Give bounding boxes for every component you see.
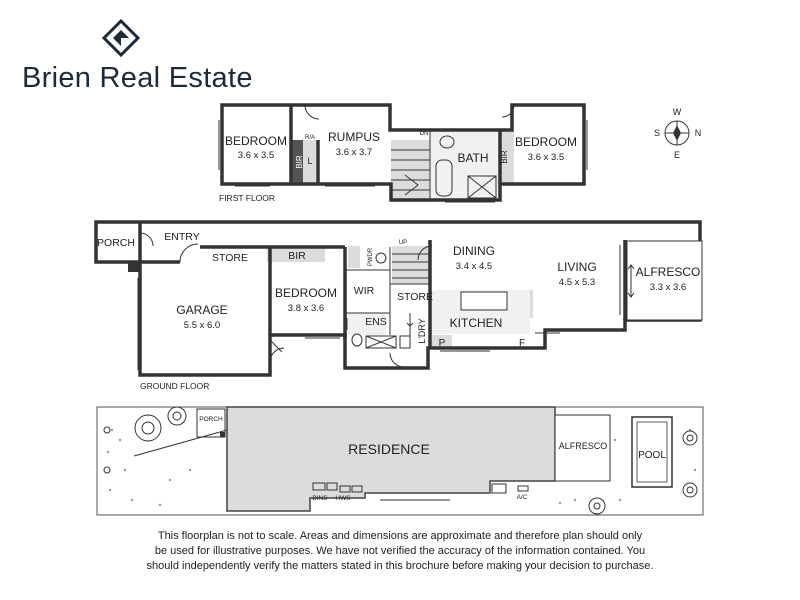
bath-label: BATH [457, 151, 488, 165]
site-alfresco-label: ALFRESCO [559, 441, 608, 451]
bedroom-2-dim: 3.6 x 3.5 [528, 152, 564, 163]
store-2-label: STORE [397, 291, 433, 303]
pool-outline [631, 416, 673, 488]
bir-2-label: BIR [500, 150, 509, 164]
compass-north: N [695, 128, 702, 138]
toilet [439, 135, 455, 149]
residence-footprint [226, 406, 556, 512]
bedroom-ground-dim: 3.8 x 3.6 [288, 303, 324, 314]
pantry-label: P [439, 338, 446, 349]
ens-shower [365, 335, 397, 349]
living-dim: 4.5 x 5.3 [559, 277, 595, 288]
brand-logo-icon [102, 19, 140, 57]
ens-toilet [351, 333, 363, 347]
first-floor-plan: BEDROOM 3.6 x 3.5 RUMPUS 3.6 x 3.7 BEDRO… [218, 103, 588, 203]
first-floor-label: FIRST FLOOR [219, 193, 275, 203]
rumpus-dim: 3.6 x 3.7 [336, 147, 372, 158]
fridge-label: F [519, 338, 525, 349]
alfresco-deck [626, 240, 703, 321]
stair-down-label: DN [420, 131, 429, 137]
bir-right-cabinet [500, 130, 514, 184]
linen-cabinet [303, 140, 316, 184]
site-porch-label: PORCH [199, 416, 223, 423]
hws-label: HWS [335, 495, 351, 502]
bins-label: BINS [312, 495, 328, 502]
pwdr-room [348, 246, 360, 268]
pwdr-toilet [375, 252, 387, 264]
compass-south: S [654, 128, 660, 138]
residence-label: RESIDENCE [348, 441, 430, 457]
porch-label: PORCH [97, 237, 135, 249]
laundry-label: L'DRY [417, 318, 427, 344]
ac-label: A/C [517, 494, 528, 501]
wir-label: WIR [354, 285, 375, 297]
disclaimer-line: should independently verify the matters … [146, 560, 654, 572]
compass-west: W [673, 107, 682, 117]
bath-floor [430, 130, 500, 200]
rumpus-name: RUMPUS [328, 130, 380, 144]
bedroom-2-name: BEDROOM [515, 135, 577, 149]
compass-east: E [674, 150, 680, 160]
ra-label: R/A [305, 135, 315, 141]
alfresco-site [554, 414, 611, 482]
ens-room [348, 313, 386, 335]
stair-area [391, 140, 431, 202]
dining-name: DINING [453, 244, 495, 258]
stair-up-label: UP [399, 240, 407, 246]
site-plan: PORCH RESIDENCE ALFRESCO POOL BINS HWS A… [96, 406, 704, 516]
store-1-label: STORE [212, 252, 248, 264]
disclaimer-text: This floorplan is not to scale. Areas an… [110, 529, 690, 574]
bir-1-label: BIR [295, 155, 304, 169]
bir-ground-label: BIR [288, 250, 306, 262]
pantry [432, 335, 452, 349]
first-floor-walls [220, 103, 586, 202]
pool-label: POOL [638, 450, 666, 461]
bir-cabinet [267, 247, 325, 262]
ens-label: ENS [365, 316, 387, 328]
bedroom-1-name: BEDROOM [225, 134, 287, 148]
garage-name: GARAGE [176, 303, 227, 317]
bathtub [435, 159, 453, 197]
disclaimer-line: This floorplan is not to scale. Areas an… [157, 530, 643, 542]
disclaimer-line: be used for illustrative purposes. We ha… [154, 545, 646, 557]
ground-floor-plan: PORCH ENTRY STORE BIR GARAGE 5.5 x 6.0 B… [94, 220, 703, 391]
alfresco-name: ALFRESCO [636, 265, 701, 279]
living-name: LIVING [557, 260, 596, 274]
bedroom-1-dim: 3.6 x 3.5 [238, 150, 274, 161]
alfresco-dim: 3.3 x 3.6 [650, 282, 686, 293]
bedroom-ground-name: BEDROOM [275, 286, 337, 300]
brand-name: Brien Real Estate [22, 62, 253, 94]
compass-icon: W E S N [654, 107, 701, 160]
garage-dim: 5.5 x 6.0 [184, 320, 220, 331]
entry-label: ENTRY [164, 231, 199, 243]
linen-label: L [307, 156, 312, 166]
shower [467, 175, 497, 199]
kitchen-label: KITCHEN [450, 316, 503, 330]
pwdr-label: PWDR [368, 247, 374, 266]
dining-dim: 3.4 x 4.5 [456, 261, 492, 272]
ground-floor-label: GROUND FLOOR [140, 381, 209, 391]
